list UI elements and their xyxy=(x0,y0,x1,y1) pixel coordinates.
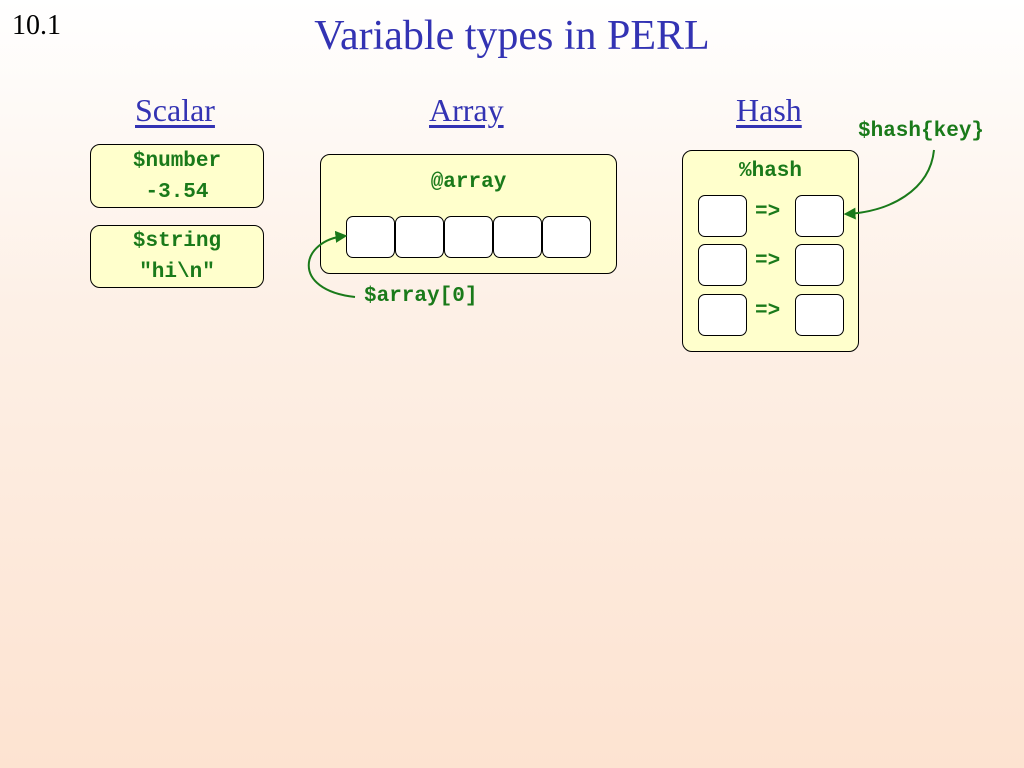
heading-array: Array xyxy=(429,92,504,128)
hash-name: %hash xyxy=(738,160,802,183)
scalar-number-name: $number xyxy=(132,150,222,173)
heading-scalar: Scalar xyxy=(135,92,215,128)
array-element-label: $array[0] xyxy=(364,285,478,308)
slide-title: Variable types in PERL xyxy=(314,13,710,59)
scalar-string-box: $string "hi\n" xyxy=(90,225,264,288)
array-name: @array xyxy=(430,171,507,194)
array-cell-3 xyxy=(493,216,542,258)
array-cell-1 xyxy=(395,216,444,258)
heading-hash: Hash xyxy=(736,92,802,128)
hash-arrow-0: => xyxy=(755,201,781,224)
array-cell-2 xyxy=(444,216,493,258)
scalar-number-box: $number -3.54 xyxy=(90,144,264,208)
hash-element-label: $hash{key} xyxy=(858,120,985,143)
array-element-arrow xyxy=(307,230,356,298)
hash-value-cell-2 xyxy=(795,294,844,336)
array-cell-0 xyxy=(346,216,395,258)
hash-value-cell-1 xyxy=(795,244,844,286)
hash-key-cell-0 xyxy=(698,195,747,237)
scalar-string-value: "hi\n" xyxy=(139,261,215,284)
hash-element-arrow xyxy=(843,149,935,220)
hash-arrow-1: => xyxy=(755,250,781,273)
hash-key-cell-1 xyxy=(698,244,747,286)
hash-key-cell-2 xyxy=(698,294,747,336)
scalar-string-name: $string xyxy=(132,230,222,253)
hash-value-cell-0 xyxy=(795,195,844,237)
scalar-number-value: -3.54 xyxy=(145,181,209,204)
array-cell-4 xyxy=(542,216,591,258)
hash-arrow-2: => xyxy=(755,300,781,323)
slide-number: 10.1 xyxy=(12,10,61,41)
